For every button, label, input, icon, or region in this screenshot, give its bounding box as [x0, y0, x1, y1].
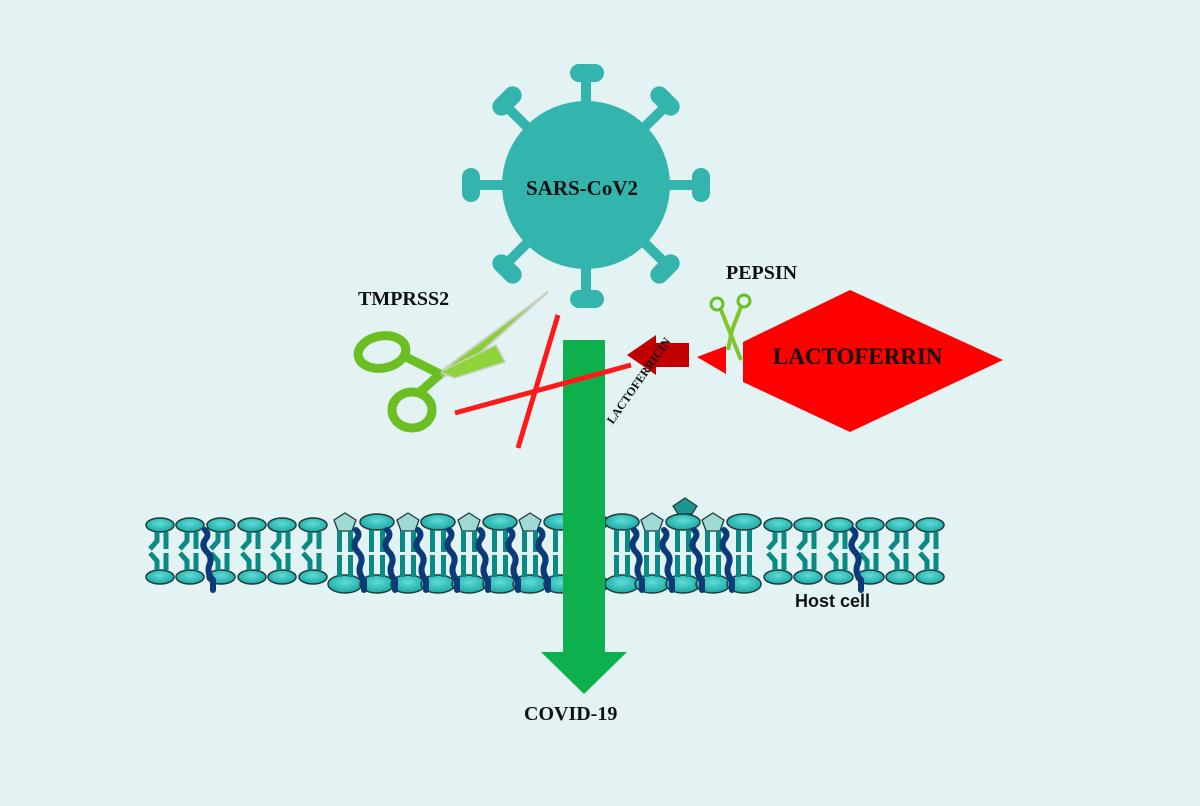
- lactoferrin-label: LACTOFERRIN: [773, 344, 943, 369]
- viral-entry-arrow-shaft: [563, 490, 605, 652]
- pepsin-label: PEPSIN: [726, 262, 798, 284]
- inhibition-arrow: [627, 335, 689, 375]
- tmprss2-scissors-icon: [353, 291, 549, 433]
- sars-cov2-virus-icon: [462, 64, 710, 308]
- host-cell-membrane: [146, 497, 944, 594]
- pepsin-scissors-icon: [709, 293, 752, 361]
- lactoferricin-fragment: [697, 346, 726, 374]
- host-cell-label: Host cell: [795, 591, 871, 611]
- virus-label: SARS-CoV2: [526, 176, 639, 200]
- covid19-label: COVID-19: [524, 703, 618, 725]
- lactoferrin-shape: [743, 290, 1003, 432]
- block-cross-icon: [454, 314, 632, 449]
- tmprss2-label: TMPRSS2: [358, 288, 450, 310]
